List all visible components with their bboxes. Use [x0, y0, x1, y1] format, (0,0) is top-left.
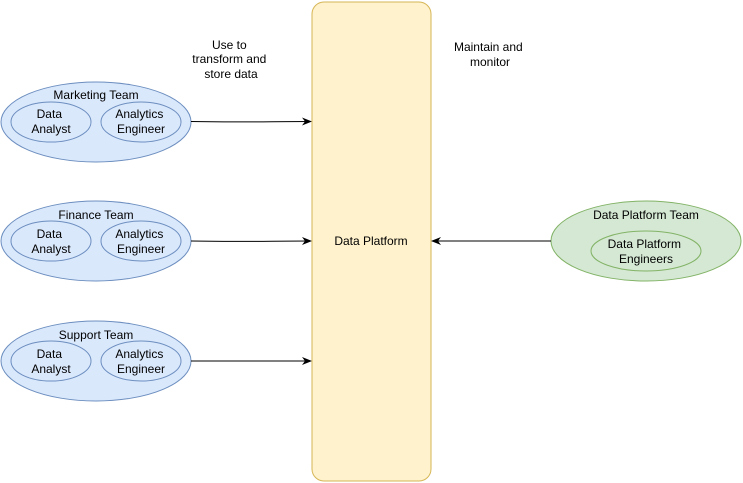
role-data-analyst[interactable]: Data Analyst	[10, 101, 92, 143]
role-label-line-2: Analyst	[31, 122, 71, 136]
role-analytics-engineer[interactable]: Analytics Engineer	[100, 220, 182, 262]
team-label: Marketing Team	[53, 88, 138, 102]
team-data-platform[interactable]: Data Platform Team Data Platform Enginee…	[550, 200, 742, 282]
role-label-line-1: Analytics	[115, 107, 163, 121]
use-annotation-line-2: transform and	[192, 52, 266, 66]
team-support[interactable]: Support Team Data Analyst Analytics Engi…	[0, 320, 192, 402]
data-platform-node[interactable]: Data Platform	[311, 1, 432, 482]
use-annotation-line-3: store data	[204, 67, 258, 81]
role-label: Data Platform Engineers	[608, 237, 685, 266]
role-label-line-1: Analytics	[115, 347, 163, 361]
role-label-line-2: Analyst	[31, 362, 71, 376]
team-finance[interactable]: Finance Team Data Analyst Analytics Engi…	[0, 200, 192, 282]
role-ellipse	[10, 220, 92, 262]
use-annotation: Use to transform and store data	[192, 38, 269, 81]
role-label: Analytics Engineer	[115, 107, 166, 136]
role-data-analyst[interactable]: Data Analyst	[10, 340, 92, 382]
role-label: Analytics Engineer	[115, 227, 166, 256]
role-label-line-1: Data Platform	[608, 237, 681, 251]
role-label-line-1: Data	[37, 347, 63, 361]
maintain-annotation-line-2: monitor	[470, 55, 510, 69]
role-label-line-1: Analytics	[115, 227, 163, 241]
role-label: Data Analyst	[31, 107, 71, 136]
role-ellipse	[10, 340, 92, 382]
maintain-annotation-line-1: Maintain and	[454, 40, 523, 54]
role-analytics-engineer[interactable]: Analytics Engineer	[100, 101, 182, 143]
maintain-annotation: Maintain and monitor	[454, 40, 526, 69]
role-label-line-1: Data	[37, 107, 63, 121]
role-data-analyst[interactable]: Data Analyst	[10, 220, 92, 262]
role-label-line-2: Engineer	[117, 362, 165, 376]
role-label: Data Analyst	[31, 347, 71, 376]
role-ellipse	[100, 220, 182, 262]
role-ellipse	[10, 101, 92, 143]
role-analytics-engineer[interactable]: Analytics Engineer	[100, 340, 182, 382]
role-ellipse	[100, 101, 182, 143]
team-label: Data Platform Team	[593, 208, 699, 222]
role-label-line-1: Data	[37, 227, 63, 241]
data-platform-label: Data Platform	[334, 234, 407, 248]
use-annotation-line-1: Use to	[212, 38, 247, 52]
team-label: Support Team	[59, 328, 134, 342]
role-data-platform-engineers[interactable]: Data Platform Engineers	[590, 230, 702, 272]
role-label-line-2: Engineer	[117, 242, 165, 256]
role-label: Analytics Engineer	[115, 347, 166, 376]
role-ellipse	[100, 340, 182, 382]
role-label-line-2: Analyst	[31, 242, 71, 256]
role-label: Data Analyst	[31, 227, 71, 256]
role-ellipse	[590, 230, 702, 272]
team-label: Finance Team	[58, 208, 133, 222]
role-label-line-2: Engineer	[117, 122, 165, 136]
team-marketing[interactable]: Marketing Team Data Analyst Analytics En…	[0, 81, 192, 163]
role-label-line-2: Engineers	[619, 252, 673, 266]
